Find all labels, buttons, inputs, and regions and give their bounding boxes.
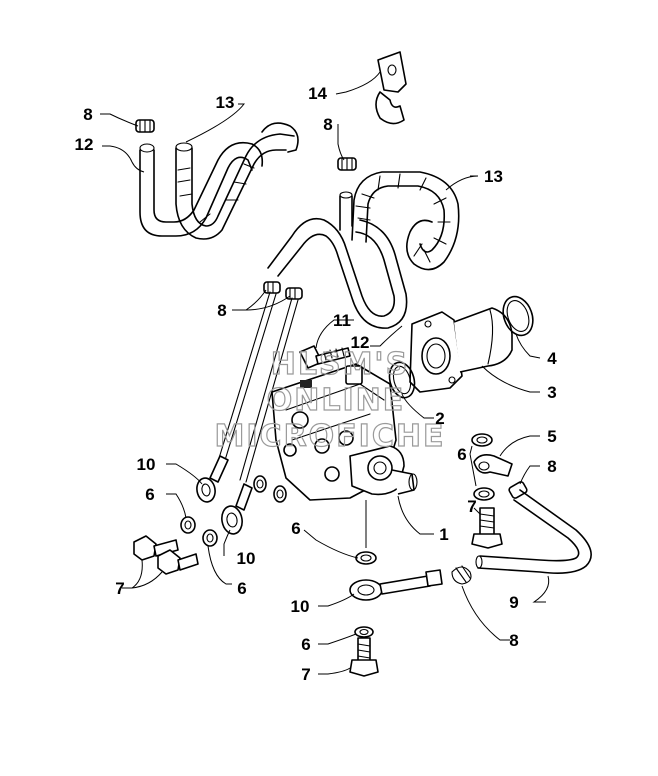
hose-clamp-upper-left xyxy=(135,119,155,133)
o-ring-small xyxy=(388,361,416,399)
callout-13-right: 13 xyxy=(484,167,503,186)
oil-pump-part xyxy=(271,363,418,501)
callout-10-left: 10 xyxy=(137,455,156,474)
banjo-bolt-left-b xyxy=(157,549,199,575)
housing-part xyxy=(409,307,513,393)
callout-7-bottom: 7 xyxy=(301,665,310,684)
callout-7-right: 7 xyxy=(467,497,476,516)
callout-11: 11 xyxy=(333,311,351,330)
callout-14: 14 xyxy=(308,84,327,103)
leader-lines xyxy=(100,71,550,675)
hose-clamp-upper-mid xyxy=(337,157,357,171)
banjo-fitting-left-a xyxy=(196,455,229,503)
bolt-upper xyxy=(299,345,351,369)
callout-8-bottom: 8 xyxy=(509,631,518,650)
callout-6-left: 6 xyxy=(145,485,154,504)
callout-8-upper-mid: 8 xyxy=(323,115,332,134)
callout-4: 4 xyxy=(547,349,557,368)
callout-8-right: 8 xyxy=(547,457,556,476)
banjo-fitting-left-b xyxy=(221,483,253,535)
callout-8-upper-left: 8 xyxy=(83,105,92,124)
watermark-line-2: ONLINE xyxy=(267,383,406,418)
middle-hose-part xyxy=(267,191,408,329)
banjo-bolt-right xyxy=(471,507,503,549)
callout-6-lower: 6 xyxy=(237,579,246,598)
callout-labels: 14 13 8 12 8 13 8 11 12 4 3 2 5 6 8 10 6… xyxy=(75,84,558,684)
callout-5: 5 xyxy=(547,427,556,446)
bracket-part xyxy=(375,51,407,125)
hose-clamp-right xyxy=(508,481,528,499)
callout-3: 3 xyxy=(547,383,556,402)
callout-12-mid: 12 xyxy=(351,333,370,352)
washer-set xyxy=(180,433,495,638)
callout-10-mid: 10 xyxy=(237,549,256,568)
banjo-fitting-bottom xyxy=(349,569,443,601)
hose-clamp-pair xyxy=(263,281,303,300)
left-hose-part xyxy=(139,141,264,237)
callout-10-bottom: 10 xyxy=(291,597,310,616)
left-hose-sleeved-part xyxy=(175,122,299,240)
right-hose-sleeved-part xyxy=(351,171,460,271)
o-ring-large xyxy=(502,295,534,337)
watermark-line-3: MICROFICHE xyxy=(215,419,446,454)
watermark: HLSM'S ONLINE MICROFICHE xyxy=(214,346,446,454)
outlet-hose-part xyxy=(475,489,592,574)
callout-13-left: 13 xyxy=(216,93,235,112)
fuel-lines xyxy=(215,291,299,483)
hose-clamp-lower xyxy=(451,565,472,585)
banjo-bolt-left-a xyxy=(133,535,179,561)
banjo-bolt-bottom xyxy=(349,637,379,677)
callout-1: 1 xyxy=(439,525,448,544)
callout-6-bottom: 6 xyxy=(301,635,310,654)
callout-7-left: 7 xyxy=(115,579,124,598)
banjo-fitting-right xyxy=(473,454,513,477)
callout-9: 9 xyxy=(509,593,518,612)
callout-2: 2 xyxy=(435,409,444,428)
callout-8-mid-left: 8 xyxy=(217,301,226,320)
callout-6-right: 6 xyxy=(457,445,466,464)
watermark-line-1: HLSM'S xyxy=(271,347,409,382)
callout-6-mid: 6 xyxy=(291,519,300,538)
callout-12-left: 12 xyxy=(75,135,94,154)
